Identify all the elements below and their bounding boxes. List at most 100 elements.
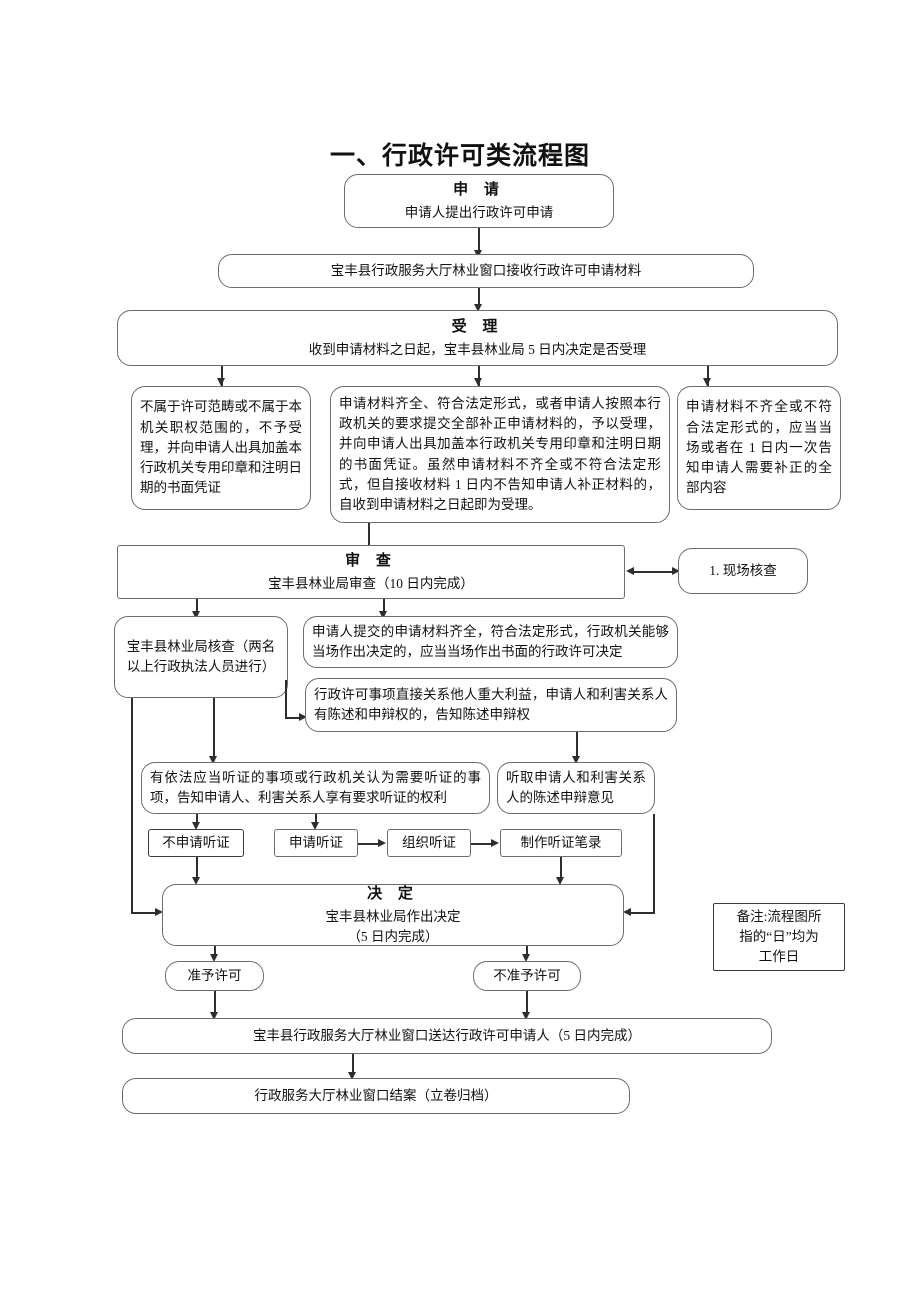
node-permit-denied: 不准予许可	[473, 961, 581, 991]
arrowhead-accept-left	[217, 378, 225, 386]
node-onsite-decision: 申请人提交的申请材料齐全，符合法定形式，行政机关能够当场作出决定的，应当当场作出…	[303, 616, 678, 668]
connector-statement-hear	[576, 732, 578, 760]
node-onsite-check-body: 1. 现场核查	[709, 562, 777, 578]
node-permit-granted-body: 准予许可	[187, 967, 242, 983]
node-receive-window: 宝丰县行政服务大厅林业窗口接收行政许可申请材料	[218, 254, 754, 288]
connector-verify-statement-h	[285, 717, 301, 719]
arrowhead-review-to-onsite	[672, 567, 680, 575]
node-review-heading: 审 查	[345, 553, 397, 570]
connector-hear-decision-v	[653, 814, 655, 913]
node-accept-body: 收到申请材料之日起，宝丰县林业局 5 日内决定是否受理	[308, 341, 647, 357]
connector-apply-receive	[478, 228, 480, 252]
node-complete-materials: 申请材料齐全、符合法定形式，或者申请人按照本行政机关的要求提交全部补正申请材料的…	[330, 386, 670, 523]
arrowhead-notice-hearing	[311, 822, 319, 830]
node-statement-rights: 行政许可事项直接关系他人重大利益，申请人和利害关系人有陈述和申辩权的，告知陈述申…	[305, 678, 677, 732]
connector-notice-hearing	[315, 814, 317, 826]
node-bureau-verify: 宝丰县林业局核查（两名以上行政执法人员进行）	[114, 616, 288, 698]
node-hearing-record: 制作听证笔录	[500, 829, 622, 857]
arrowhead-verify-hearing-notice	[209, 756, 217, 764]
connector-review-onsite-decision	[383, 599, 385, 615]
arrowhead-verify-decision	[155, 908, 163, 916]
node-not-in-scope-body: 不属于许可范畴或不属于本机关职权范围的，不予受理，并向申请人出具加盖本行政机关专…	[140, 399, 302, 496]
node-incomplete-materials: 申请材料不齐全或不符合法定形式的，应当当场或者在 1 日内一次告知申请人需要补正…	[677, 386, 841, 510]
node-statement-rights-body: 行政许可事项直接关系他人重大利益，申请人和利害关系人有陈述和申辩权的，告知陈述申…	[314, 686, 668, 722]
arrowhead-denied-deliver	[522, 1012, 530, 1020]
node-remark-line2: 指的“日”均为	[739, 928, 819, 944]
node-organize-hearing: 组织听证	[387, 829, 471, 857]
node-close-case-body: 行政服务大厅林业窗口结案（立卷归档）	[254, 1087, 498, 1103]
arrowhead-deliver-close	[348, 1072, 356, 1080]
node-apply: 申 请 申请人提出行政许可申请	[344, 174, 614, 228]
arrowhead-request-organize	[378, 839, 386, 847]
node-permit-granted: 准予许可	[165, 961, 264, 991]
node-hearing-record-body: 制作听证笔录	[520, 834, 602, 850]
connector-verify-decision-h	[131, 912, 157, 914]
node-hearing-notice: 有依法应当听证的事项或行政机关认为需要听证的事项，告知申请人、利害关系人享有要求…	[141, 762, 490, 814]
node-onsite-check: 1. 现场核查	[678, 548, 808, 594]
node-decision-body-line2: （5 日内完成）	[347, 928, 439, 944]
connector-accept-mid	[478, 366, 480, 386]
node-accept-heading: 受 理	[451, 319, 504, 336]
node-hearing-request: 申请听证	[274, 829, 358, 857]
node-remark-line1: 备注:流程图所	[736, 908, 822, 924]
node-apply-heading: 申 请	[453, 182, 505, 199]
node-decision-body-line1: 宝丰县林业局作出决定	[325, 908, 461, 924]
arrowhead-decision-denied	[522, 954, 530, 962]
connector-verify-decision-v	[131, 698, 133, 914]
connector-organize-record	[471, 843, 493, 845]
connector-denied-deliver	[526, 991, 528, 1016]
node-remark: 备注:流程图所 指的“日”均为 工作日	[713, 903, 845, 971]
arrowhead-review-onsite-decision	[379, 611, 387, 619]
node-bureau-verify-body: 宝丰县林业局核查（两名以上行政执法人员进行）	[126, 638, 276, 674]
node-decision: 决 定 宝丰县林业局作出决定 （5 日内完成）	[162, 884, 624, 946]
node-receive-window-body: 宝丰县行政服务大厅林业窗口接收行政许可申请材料	[330, 262, 642, 278]
node-review-body: 宝丰县林业局审查（10 日内完成）	[268, 575, 474, 591]
arrowhead-accept-right	[703, 378, 711, 386]
connector-deliver-close	[352, 1054, 354, 1076]
node-hearing-request-body: 申请听证	[289, 834, 343, 850]
node-apply-body: 申请人提出行政许可申请	[404, 204, 554, 220]
connector-decision-denied	[526, 946, 528, 958]
node-accept: 受 理 收到申请材料之日起，宝丰县林业局 5 日内决定是否受理	[117, 310, 838, 366]
page-title: 一、行政许可类流程图	[329, 143, 590, 170]
node-close-case: 行政服务大厅林业窗口结案（立卷归档）	[122, 1078, 630, 1114]
node-deliver-body: 宝丰县行政服务大厅林业窗口送达行政许可申请人（5 日内完成）	[252, 1027, 642, 1043]
node-no-hearing-request: 不申请听证	[148, 829, 244, 857]
connector-verify-hearing-notice	[213, 698, 215, 760]
connector-accept-right	[707, 366, 709, 386]
arrowhead-no-hearing-decision	[192, 877, 200, 885]
node-not-in-scope: 不属于许可范畴或不属于本机关职权范围的，不予受理，并向申请人出具加盖本行政机关专…	[131, 386, 311, 510]
connector-notice-no-hearing	[196, 814, 198, 826]
connector-review-verify	[196, 599, 198, 615]
connector-request-organize	[358, 843, 380, 845]
node-deliver: 宝丰县行政服务大厅林业窗口送达行政许可申请人（5 日内完成）	[122, 1018, 772, 1054]
node-permit-denied-body: 不准予许可	[493, 967, 561, 983]
arrowhead-granted-deliver	[210, 1012, 218, 1020]
arrowhead-notice-no-hearing	[192, 822, 200, 830]
connector-verify-statement-v	[285, 680, 287, 718]
node-no-hearing-request-body: 不申请听证	[162, 834, 230, 850]
node-decision-heading: 决 定	[367, 886, 419, 902]
connector-hear-decision-h	[629, 912, 655, 914]
arrowhead-receive-accept	[474, 304, 482, 312]
node-hear-opinions-body: 听取申请人和利害关系人的陈述申辩意见	[506, 769, 646, 805]
node-complete-materials-body: 申请材料齐全、符合法定形式，或者申请人按照本行政机关的要求提交全部补正申请材料的…	[339, 395, 661, 512]
connector-granted-deliver	[214, 991, 216, 1016]
node-review: 审 查 宝丰县林业局审查（10 日内完成）	[117, 545, 625, 599]
node-hearing-notice-body: 有依法应当听证的事项或行政机关认为需要听证的事项，告知申请人、利害关系人享有要求…	[150, 769, 481, 805]
arrowhead-decision-granted	[210, 954, 218, 962]
arrowhead-record-decision	[556, 877, 564, 885]
node-hear-opinions: 听取申请人和利害关系人的陈述申辩意见	[497, 762, 655, 814]
node-remark-line3: 工作日	[758, 949, 800, 965]
connector-review-onsite	[632, 571, 674, 573]
node-onsite-decision-body: 申请人提交的申请材料齐全，符合法定形式，行政机关能够当场作出决定的，应当当场作出…	[312, 623, 669, 659]
connector-complete-review	[368, 523, 370, 545]
connector-decision-granted	[214, 946, 216, 958]
arrowhead-organize-record	[491, 839, 499, 847]
arrowhead-accept-mid	[474, 378, 482, 386]
node-organize-hearing-body: 组织听证	[402, 834, 456, 850]
connector-receive-accept	[478, 288, 480, 308]
node-incomplete-materials-body: 申请材料不齐全或不符合法定形式的，应当当场或者在 1 日内一次告知申请人需要补正…	[686, 399, 832, 496]
arrowhead-verify-statement	[299, 713, 307, 721]
